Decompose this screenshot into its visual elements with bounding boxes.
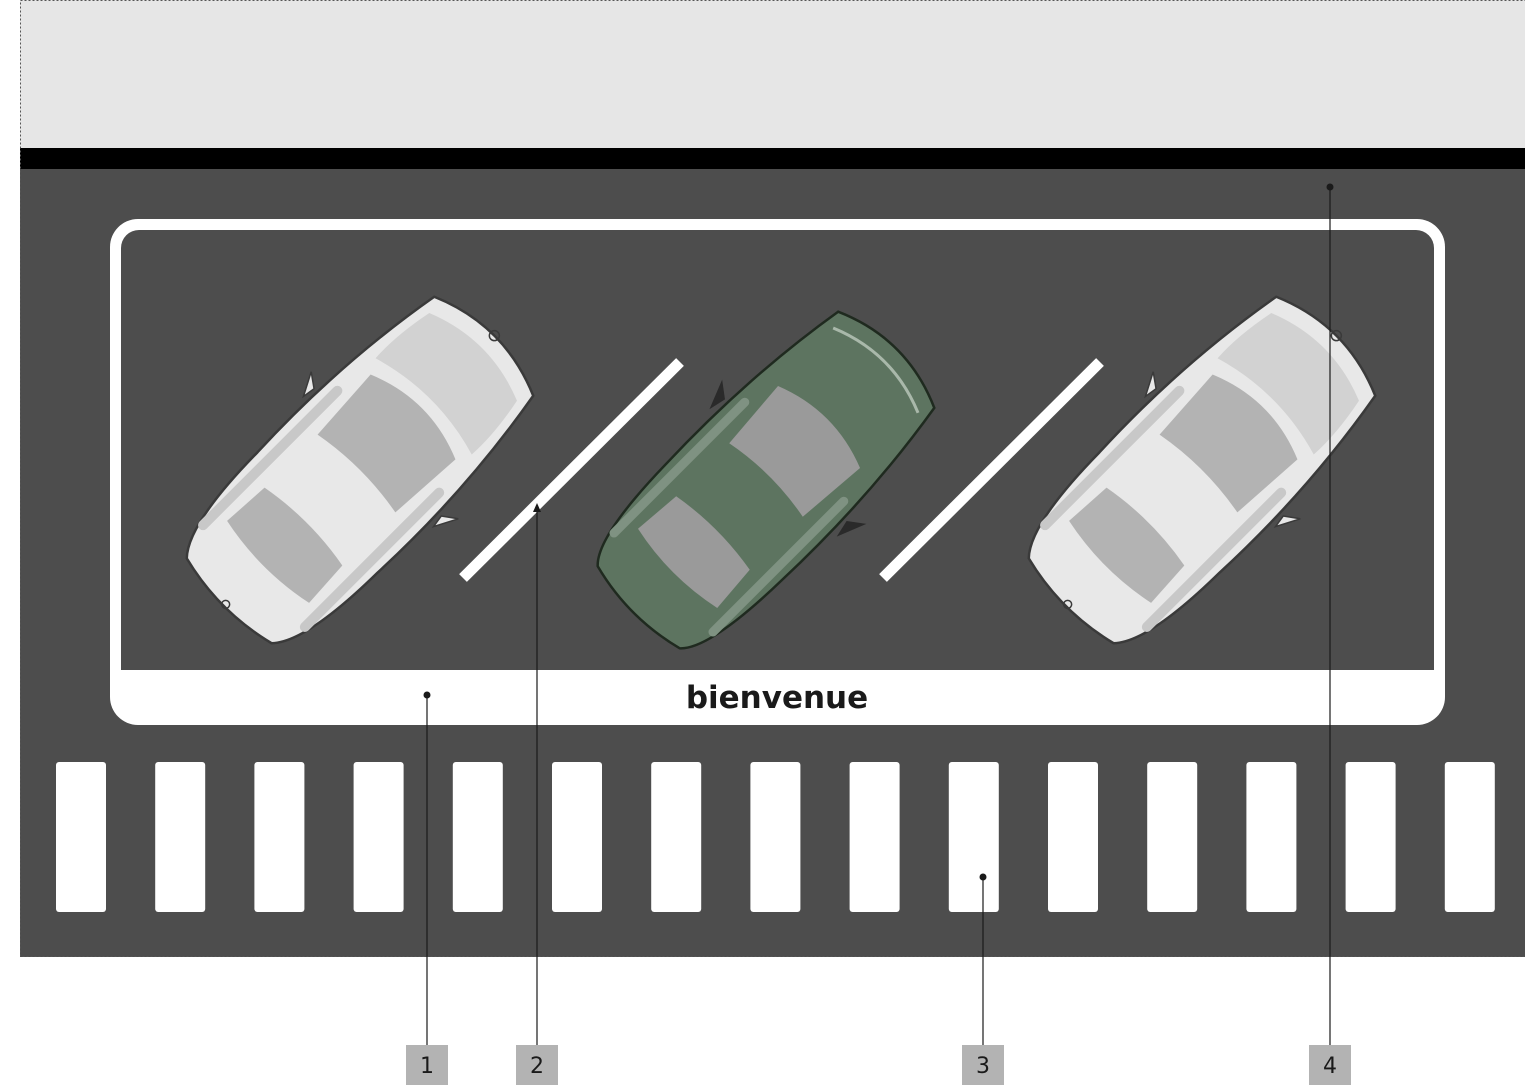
sidewalk (20, 0, 1525, 148)
crosswalk-stripe (750, 762, 800, 912)
crosswalk-stripe (1048, 762, 1098, 912)
crosswalk-stripe (1147, 762, 1197, 912)
crosswalk-stripe (1246, 762, 1296, 912)
callout-number-4: 4 (1323, 1054, 1337, 1079)
crosswalk-stripe (155, 762, 205, 912)
crosswalk-stripe (552, 762, 602, 912)
crosswalk-stripe (453, 762, 503, 912)
callout-number-2: 2 (530, 1054, 544, 1079)
crosswalk (56, 762, 1495, 912)
welcome-text: bienvenue (686, 680, 868, 716)
callout-dot-4 (1327, 184, 1334, 191)
crosswalk-stripe (354, 762, 404, 912)
callout-number-1: 1 (420, 1054, 434, 1079)
callout-dot-1 (424, 692, 431, 699)
crosswalk-stripe (949, 762, 999, 912)
curb (20, 148, 1525, 169)
crosswalk-stripe (850, 762, 900, 912)
crosswalk-stripe (56, 762, 106, 912)
callout-dot-3 (980, 874, 987, 881)
crosswalk-stripe (254, 762, 304, 912)
parking-area-bottom (121, 650, 1434, 670)
crosswalk-stripe (1346, 762, 1396, 912)
crosswalk-stripe (1445, 762, 1495, 912)
callout-number-3: 3 (976, 1054, 990, 1079)
crosswalk-stripe (651, 762, 701, 912)
